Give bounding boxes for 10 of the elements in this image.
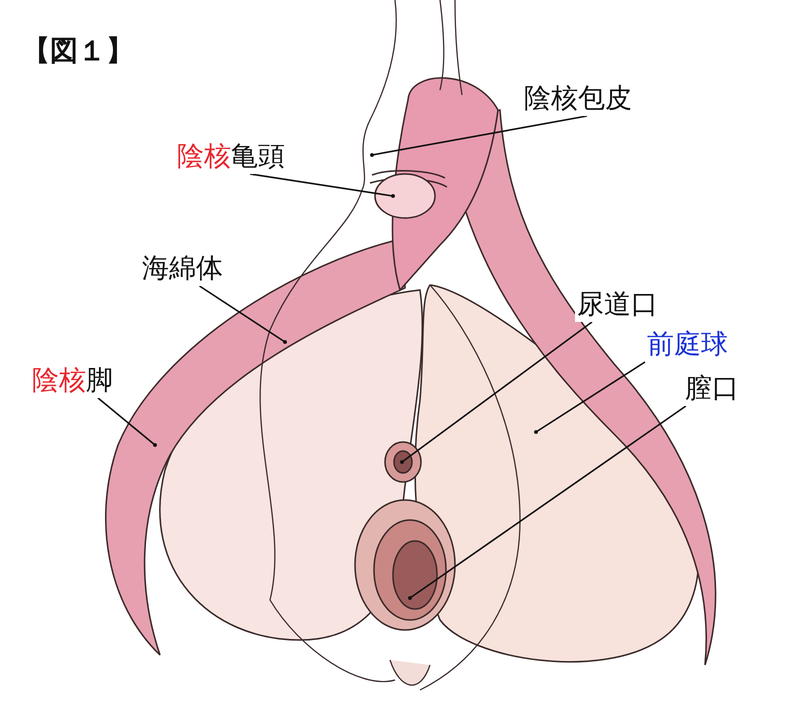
leader-line [400, 321, 592, 464]
part-label: 陰核亀頭 [175, 140, 287, 174]
leader-line [370, 115, 588, 157]
leader-line [98, 397, 157, 447]
figure-title: 【図１】 [22, 33, 134, 69]
part-label: 海綿体 [140, 252, 225, 286]
leader-line [250, 173, 395, 198]
leader-line [408, 405, 686, 600]
leader-line [534, 361, 646, 434]
leader-line [199, 285, 287, 344]
